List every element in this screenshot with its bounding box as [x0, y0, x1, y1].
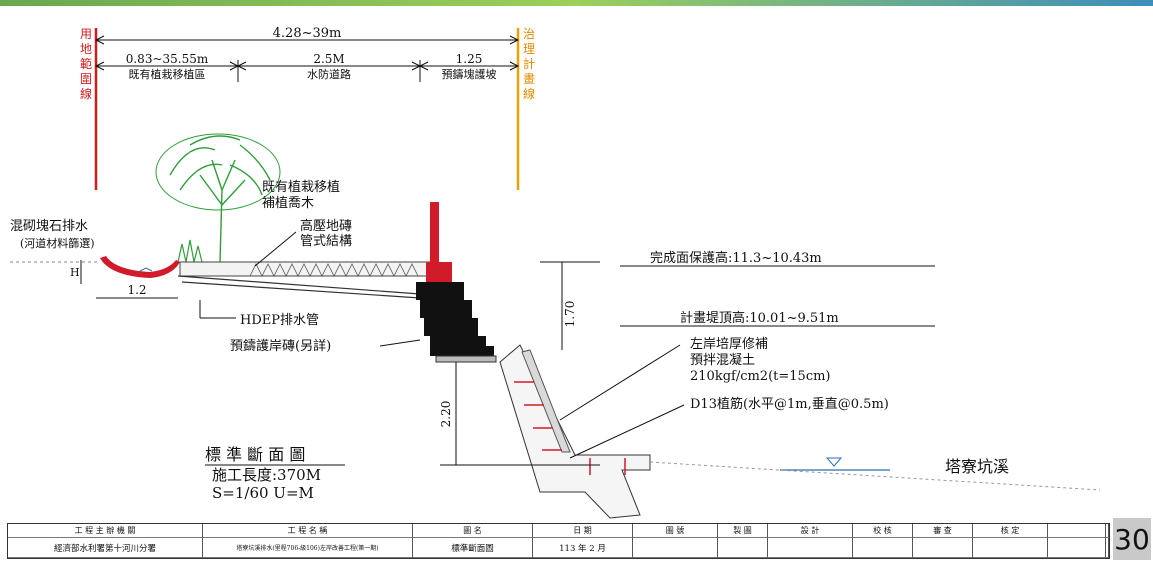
- water-level-icon: [825, 457, 843, 467]
- tb-header-agency: 工 程 主 辦 機 關: [8, 524, 203, 538]
- tb-header-date: 日 期: [533, 524, 633, 538]
- tb-header-draft: 製 圖: [718, 524, 768, 538]
- top-dimension-lines: [94, 35, 520, 82]
- drain-subtitle: (河道材料篩選): [20, 236, 95, 250]
- riverbed-line: [649, 461, 1101, 491]
- tree-illustration: [155, 133, 281, 263]
- zone2-name-label: 水防道路: [307, 67, 351, 81]
- dim-220-label: 2.20: [439, 401, 453, 428]
- tb-header-number: 圖 號: [633, 524, 718, 538]
- zone2-width-label: 2.5M: [313, 52, 344, 66]
- tb-agency: 經濟部水利署第十河川分署: [8, 538, 203, 558]
- rebar-marks: [514, 381, 626, 475]
- top-accent-bar: [0, 0, 1153, 6]
- drawing-scale: S=1/60 U=M: [212, 484, 314, 502]
- page-number: 30: [1113, 518, 1151, 560]
- zone1-name-label: 既有植栽移植區: [129, 67, 206, 81]
- tree-label-2: 補植喬木: [262, 195, 314, 211]
- post-footing: [426, 262, 452, 282]
- drawing-title: 標 準 斷 面 圖: [205, 445, 305, 464]
- precast-label: 預鑄護岸磚(另詳): [230, 338, 331, 354]
- drain-width-label: 1.2: [127, 283, 146, 297]
- brick-label-1: 高壓地磚: [300, 218, 352, 234]
- tb-project: 塔寮坑溪排水(里程706-級106)左岸改善工程(第一期): [203, 538, 413, 558]
- block-foundation: [435, 355, 497, 363]
- zone1-width-label: 0.83~35.55m: [126, 52, 209, 66]
- rubble-drain: [100, 256, 180, 278]
- brick-leader: [254, 231, 297, 267]
- rebar-label: D13植筋(水平@1m,垂直@0.5m): [690, 396, 889, 412]
- tb-header-project: 工 程 名 稱: [203, 524, 413, 538]
- vertical-dimensions: [440, 261, 600, 466]
- zone3-name-label: 預鑄塊護坡: [442, 67, 497, 81]
- tree-label-1: 既有植栽移植: [262, 179, 340, 195]
- boundary-right-label: 治 理 計 畫 線: [523, 27, 539, 101]
- paving-pattern: [249, 263, 419, 277]
- drain-title: 混砌塊石排水: [10, 218, 88, 234]
- reinforce-label-2: 預拌混凝土: [690, 352, 755, 368]
- reinforce-label-1: 左岸培厚修補: [690, 336, 768, 352]
- construction-length: 施工長度:370M: [212, 466, 321, 484]
- tb-header-review: 審 查: [913, 524, 973, 538]
- brick-label-2: 管式結構: [300, 234, 352, 249]
- tb-header-check: 校 核: [853, 524, 913, 538]
- rebar-leader: [569, 404, 685, 459]
- creek-label: 塔寮坑溪: [945, 457, 1009, 476]
- reinforce-label-3: 210kgf/cm2(t=15cm): [690, 369, 831, 384]
- reinforce-leader: [559, 344, 681, 421]
- tb-header-approve: 核 定: [973, 524, 1048, 538]
- hdep-label: HDEP排水管: [240, 313, 319, 328]
- h-label: H: [70, 266, 80, 279]
- completed-height-label: 完成面保護高:11.3~10.43m: [650, 250, 822, 266]
- tb-drawing-name: 標準斷面圖: [413, 538, 533, 558]
- boundary-left-label: 用 地 範 圍 線: [80, 27, 96, 101]
- hdep-pipe: [177, 275, 421, 295]
- road-base: [179, 261, 431, 277]
- grass-illustration: [177, 239, 203, 263]
- dim-170-label: 1.70: [563, 301, 577, 328]
- handrail-post: [430, 202, 439, 264]
- tb-header-drawing: 圖 名: [413, 524, 533, 538]
- tb-header-design: 設 計: [768, 524, 853, 538]
- precast-blocks: [416, 282, 494, 356]
- tb-date: 113 年 2 月: [533, 538, 633, 558]
- total-width-label: 4.28~39m: [273, 26, 342, 41]
- zone3-width-label: 1.25: [456, 52, 483, 66]
- planned-crest-label: 計畫堤頂高:10.01~9.51m: [680, 310, 839, 326]
- title-block: 工 程 主 辦 機 關 工 程 名 稱 圖 名 日 期 圖 號 製 圖 設 計 …: [7, 523, 1110, 559]
